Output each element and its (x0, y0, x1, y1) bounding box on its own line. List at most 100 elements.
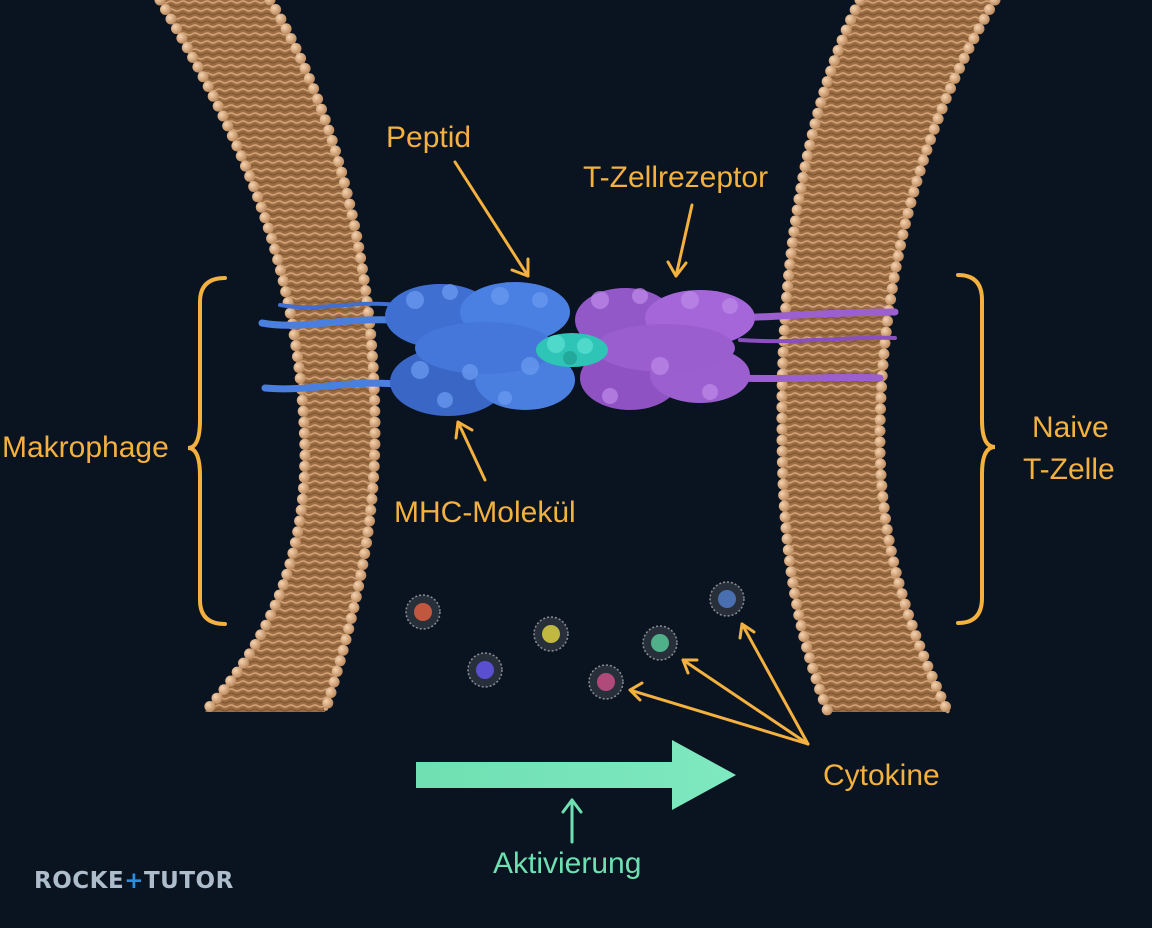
headgroup (292, 526, 304, 538)
headgroup (875, 469, 887, 481)
headgroup (776, 456, 788, 468)
headgroup (984, 4, 995, 15)
headgroup (350, 591, 362, 603)
cytokine-sphere (642, 625, 678, 661)
headgroup (973, 23, 985, 35)
headgroup (202, 81, 214, 92)
headgroup (240, 160, 251, 172)
headgroup (181, 42, 193, 54)
peptid-pointer-arrow (453, 160, 530, 278)
left-membrane-bilayer (160, 0, 375, 712)
headgroup (781, 291, 793, 303)
headgroup (316, 103, 327, 115)
headgroup (298, 471, 310, 483)
headgroup (294, 372, 306, 384)
headgroup (801, 150, 813, 162)
headgroup (361, 537, 372, 549)
t-cell-label: T-Zelle (1023, 453, 1115, 486)
headgroup (353, 580, 365, 592)
headgroup (781, 533, 793, 545)
headgroup (238, 657, 249, 669)
headgroup (259, 212, 271, 224)
headgroup (880, 513, 891, 525)
headgroup (280, 23, 292, 35)
activation-pointer-arrow (561, 798, 583, 844)
headgroup (810, 673, 822, 685)
headgroup (821, 704, 833, 716)
headgroup (204, 701, 216, 712)
headgroup (906, 619, 918, 631)
headgroup (336, 166, 348, 178)
headgroup (825, 65, 837, 77)
headgroup (787, 577, 799, 589)
headgroup (877, 359, 889, 371)
headgroup (940, 93, 952, 104)
cytokine-sphere (405, 594, 441, 630)
headgroup (290, 340, 302, 352)
headgroup (779, 511, 791, 523)
headgroup (272, 254, 284, 266)
headgroup (369, 394, 381, 406)
headgroup (330, 145, 341, 157)
headgroup (883, 534, 895, 546)
mhc-molecule-label: MHC-Molekül (394, 496, 576, 529)
headgroup (295, 504, 307, 516)
headgroup (780, 302, 792, 314)
mhc-pointer-arrow (454, 420, 487, 482)
headgroup (288, 329, 300, 341)
headgroup (776, 434, 788, 446)
headgroup (222, 120, 234, 132)
headgroup (217, 110, 229, 122)
headgroup (910, 630, 922, 642)
headgroup (854, 0, 866, 6)
headgroup (337, 644, 349, 656)
headgroup (281, 568, 293, 580)
headgroup (795, 620, 807, 632)
headgroup (331, 665, 343, 677)
headgroup (798, 631, 810, 642)
headgroup (926, 670, 938, 682)
headgroup (235, 150, 247, 162)
headgroup (211, 692, 223, 704)
headgroup (958, 52, 970, 64)
headgroup (273, 589, 285, 601)
headgroup (935, 691, 947, 703)
headgroup (880, 326, 892, 338)
headgroup (801, 641, 813, 653)
headgroup (299, 438, 311, 450)
headgroup (366, 493, 378, 505)
headgroup (367, 482, 379, 494)
headgroup (322, 697, 334, 709)
headgroup (828, 55, 840, 67)
headgroup (925, 134, 936, 146)
headgroup (932, 113, 944, 125)
headgroup (875, 403, 886, 415)
headgroup (277, 579, 289, 591)
headgroup (905, 197, 917, 209)
headgroup (319, 114, 331, 126)
headgroup (917, 154, 929, 166)
headgroup (333, 156, 345, 168)
headgroup (840, 24, 852, 36)
macrophage-membrane (158, 0, 378, 714)
macrophage-bracket (187, 276, 227, 626)
headgroup (248, 181, 260, 192)
headgroup (325, 687, 337, 698)
headgroup (812, 107, 824, 119)
headgroup (290, 43, 302, 54)
headgroup (308, 83, 320, 95)
headgroup (367, 361, 379, 373)
headgroup (340, 634, 352, 646)
headgroup (264, 0, 276, 6)
headgroup (878, 348, 890, 360)
headgroup (818, 86, 830, 98)
headgroup (369, 449, 381, 461)
headgroup (344, 198, 356, 210)
headgroup (255, 629, 267, 641)
headgroup (789, 588, 801, 599)
headgroup (369, 438, 381, 450)
headgroup (231, 140, 243, 152)
headgroup (353, 241, 365, 253)
headgroup (777, 478, 789, 490)
